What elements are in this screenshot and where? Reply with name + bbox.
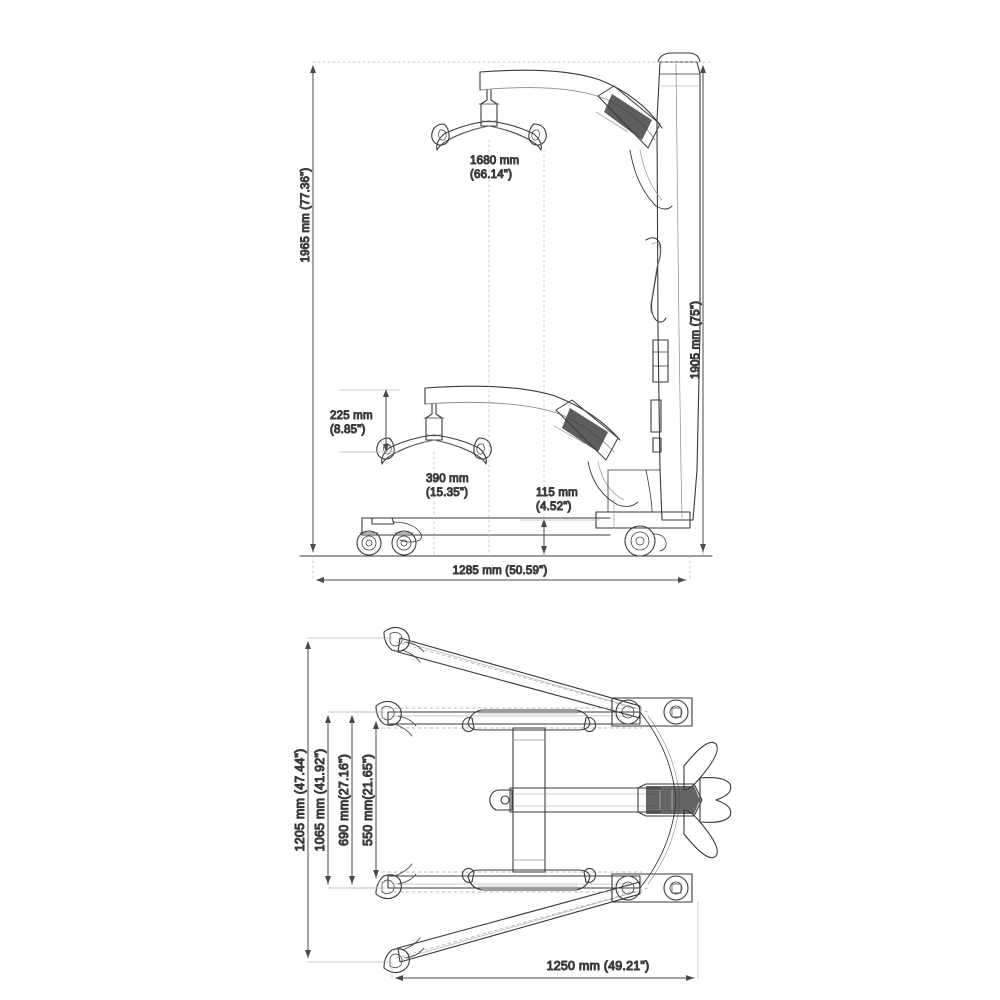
dimension-ground-clearance: 115 mm (4.52"): [519, 486, 601, 555]
front-casters-plan: [375, 626, 425, 974]
dimension-base-overall-length: 1250 mm (49.21"): [395, 958, 695, 981]
push-handle-plan: [637, 711, 732, 889]
spreader-bar-lowered: [376, 434, 492, 465]
plan-view: 1205 mm (47.44") 1065 mm (41.92") 690 mm…: [292, 626, 732, 981]
lift-mast: [656, 61, 701, 521]
dimension-overall-length: 1285 mm (50.59"): [316, 564, 687, 583]
boom-arm-plan: [489, 787, 661, 813]
dim-label-ground-clearance-line2: (4.52"): [536, 501, 572, 513]
dimension-base-closed-outer: 690 mm(27.16"): [336, 715, 355, 885]
dimension-overall-height: 1965 mm (77.36"): [299, 65, 316, 553]
dimension-max-lift-height: 1680 mm (66.14"): [469, 154, 519, 181]
mast-handle: [645, 237, 667, 323]
dim-label-max-lift-height-line1: 1680 mm: [470, 155, 519, 167]
dim-label-base-outer-width: 1205 mm (47.44"): [293, 749, 307, 852]
spreader-bar-raised: [431, 120, 547, 151]
dim-label-base-closed-outer: 690 mm(27.16"): [337, 754, 351, 846]
base-legs-open: [397, 637, 641, 963]
spreader-bar-plan-upper: [461, 709, 597, 733]
dim-label-min-lift-height-line2: (15.35"): [426, 487, 468, 499]
dim-label-base-open-width: 1065 mm (41.92"): [313, 749, 327, 852]
dim-label-overall-height: 1965 mm (77.36"): [300, 168, 312, 263]
dim-label-overall-length: 1285 mm (50.59"): [453, 565, 548, 577]
dim-label-base-overall-length: 1250 mm (49.21"): [547, 959, 650, 973]
extension-lines-plan: [307, 637, 699, 979]
base-frame-side: [361, 469, 691, 543]
dimension-spreader-drop: 225 mm (8.85"): [329, 389, 401, 453]
dim-label-mast-height: 1905 mm (75"): [690, 301, 702, 379]
casters-side: [356, 525, 667, 557]
mast-top-cap: [657, 52, 701, 63]
dim-label-spreader-drop-line1: 225 mm: [330, 410, 373, 422]
dim-label-ground-clearance-line1: 115 mm: [536, 487, 578, 499]
side-elevation-view: 1965 mm (77.36") 1680 mm (66.14") 1905 m…: [299, 52, 713, 583]
hidden-lines-plan: [381, 641, 649, 959]
rear-casters-plan: [611, 697, 693, 903]
boom-arm-raised: [479, 69, 673, 210]
control-box: [650, 339, 669, 453]
dimension-base-closed-inner: 550 mm(21.65"): [360, 721, 379, 879]
spreader-bar-plan-lower: [461, 867, 597, 891]
mast-plan: [512, 727, 546, 873]
dimension-base-open-width: 1065 mm (41.92"): [312, 715, 331, 885]
dim-label-min-lift-height-line1: 390 mm: [426, 473, 469, 485]
dim-label-spreader-drop-line2: (8.85"): [330, 424, 366, 436]
dimension-mast-height: 1905 mm (75"): [689, 65, 706, 553]
dim-label-max-lift-height-line2: (66.14"): [470, 169, 512, 181]
boom-arm-lowered: [424, 385, 639, 507]
dimension-min-lift-height: 390 mm (15.35"): [425, 472, 469, 499]
dim-label-base-closed-inner: 550 mm(21.65"): [361, 754, 375, 846]
dimension-base-outer-width: 1205 mm (47.44"): [292, 641, 311, 959]
base-legs-closed: [387, 711, 641, 889]
